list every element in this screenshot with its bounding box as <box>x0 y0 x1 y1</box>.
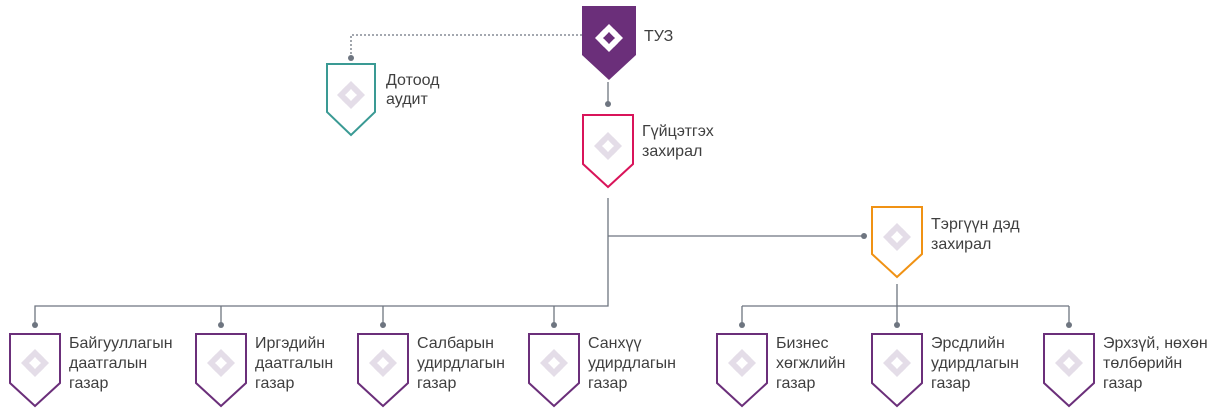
finance-label-line3: газар <box>588 375 627 392</box>
node-org-insurance: Байгууллагын даатгалын газар <box>9 333 173 408</box>
legal-label-line2: төлбөрийн <box>1103 355 1182 372</box>
org-label-line3: газар <box>69 375 108 392</box>
branch-label-line3: газар <box>417 375 456 392</box>
branch-label-line1: Салбарын <box>417 335 494 352</box>
legal-label-line1: Эрхзүй, нөхөн <box>1103 335 1207 352</box>
ceo-label-line1: Гүйцэтгэх <box>642 123 714 140</box>
risk-label-line3: газар <box>931 375 970 392</box>
citizen-label-line1: Иргэдийн <box>255 335 325 352</box>
svg-text:газар: газар <box>1103 375 1142 392</box>
node-legal-compensation: Эрхзүй, нөхөн төлбөрийн газар <box>1043 333 1207 408</box>
citizen-label-line2: даатгалын <box>255 355 333 372</box>
svg-text:Эрхзүй, нөхөн: Эрхзүй, нөхөн <box>1103 335 1207 352</box>
branch-label-line2: удирдлагын <box>417 355 505 372</box>
connectors <box>34 34 1070 325</box>
svg-text:аудит: аудит <box>386 91 428 108</box>
risk-label-line1: Эрсдлийн <box>931 335 1005 352</box>
node-internal-audit: Дотоод аудит <box>326 63 440 137</box>
svg-text:газар: газар <box>588 375 627 392</box>
deputy-label-line2: захирал <box>931 236 991 253</box>
svg-text:хөгжлийн: хөгжлийн <box>776 355 845 372</box>
citizen-label-line3: газар <box>255 375 294 392</box>
svg-text:газар: газар <box>69 375 108 392</box>
risk-label-line2: удирдлагын <box>931 355 1019 372</box>
svg-text:даатгалын: даатгалын <box>255 355 333 372</box>
svg-text:Салбарын: Салбарын <box>417 335 494 352</box>
org-label-line1: Байгууллагын <box>69 335 173 352</box>
connector-dots <box>32 55 1072 328</box>
audit-shield <box>326 63 376 137</box>
bizdev-label-line1: Бизнес <box>776 335 829 352</box>
svg-text:удирдлагын: удирдлагын <box>417 355 505 372</box>
svg-text:захирал: захирал <box>642 143 702 160</box>
node-tuz: ТУЗ <box>582 6 673 80</box>
svg-text:удирдлагын: удирдлагын <box>588 355 676 372</box>
svg-text:газар: газар <box>776 375 815 392</box>
node-finance-management: Санхүү удирдлагын газар <box>528 333 676 408</box>
svg-text:Санхүү: Санхүү <box>588 335 641 352</box>
deputy-trunk-connector <box>741 284 1070 325</box>
finance-label-line1: Санхүү <box>588 335 641 352</box>
bizdev-label-line3: газар <box>776 375 815 392</box>
ceo-shield <box>582 114 634 189</box>
svg-text:газар: газар <box>255 375 294 392</box>
svg-text:төлбөрийн: төлбөрийн <box>1103 355 1182 372</box>
node-first-deputy: Тэргүүн дэд захирал <box>871 206 1020 279</box>
svg-text:Иргэдийн: Иргэдийн <box>255 335 325 352</box>
bizdev-label-line2: хөгжлийн <box>776 355 845 372</box>
svg-text:даатгалын: даатгалын <box>69 355 147 372</box>
svg-text:Тэргүүн дэд: Тэргүүн дэд <box>931 216 1020 233</box>
audit-label-line1: Дотоод <box>386 72 440 89</box>
ceo-trunk-connector <box>34 198 609 325</box>
audit-label-line2: аудит <box>386 91 428 108</box>
ceo-label-line2: захирал <box>642 143 702 160</box>
tuz-label: ТУЗ <box>644 28 673 45</box>
node-business-development: Бизнес хөгжлийн газар <box>716 333 845 408</box>
node-citizen-insurance: Иргэдийн даатгалын газар <box>195 333 333 408</box>
node-branch-management: Салбарын удирдлагын газар <box>357 333 505 408</box>
node-ceo: Гүйцэтгэх захирал <box>582 114 714 189</box>
svg-text:газар: газар <box>417 375 456 392</box>
svg-text:удирдлагын: удирдлагын <box>931 355 1019 372</box>
tuz-shield <box>582 6 636 80</box>
deputy-label-line1: Тэргүүн дэд <box>931 216 1020 233</box>
svg-text:Байгууллагын: Байгууллагын <box>69 335 173 352</box>
legal-label-line3: газар <box>1103 375 1142 392</box>
org-label-line2: даатгалын <box>69 355 147 372</box>
audit-dotted-connector <box>350 34 582 58</box>
svg-text:захирал: захирал <box>931 236 991 253</box>
svg-text:Гүйцэтгэх: Гүйцэтгэх <box>642 123 714 140</box>
deputy-shield <box>871 206 923 279</box>
svg-text:газар: газар <box>931 375 970 392</box>
svg-text:Эрсдлийн: Эрсдлийн <box>931 335 1005 352</box>
node-risk-management: Эрсдлийн удирдлагын газар <box>871 333 1019 408</box>
finance-label-line2: удирдлагын <box>588 355 676 372</box>
svg-text:Дотоод: Дотоод <box>386 72 440 89</box>
svg-text:Бизнес: Бизнес <box>776 335 829 352</box>
